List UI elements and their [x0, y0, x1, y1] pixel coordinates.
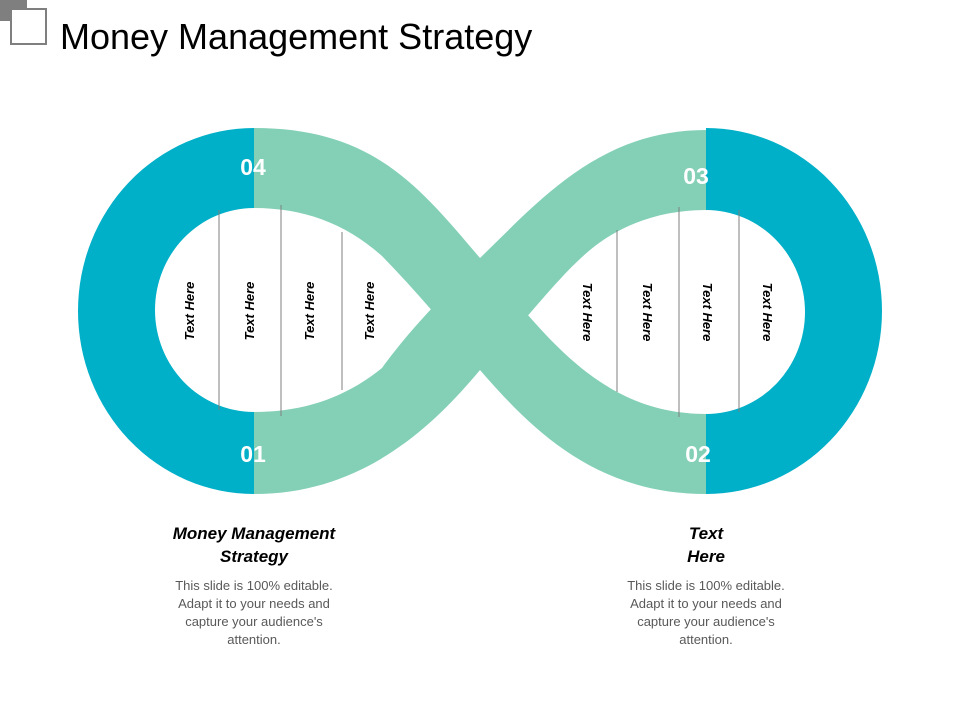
- segment-label-r4: Text Here: [760, 283, 775, 342]
- corner-outline-decoration: [10, 8, 47, 45]
- slide-title: Money Management Strategy: [60, 16, 533, 57]
- number-03: 03: [683, 163, 709, 189]
- left-block-heading: Money Management Strategy: [172, 524, 336, 566]
- right-block-body: This slide is 100% editable. Adapt it to…: [627, 578, 785, 647]
- segment-label-l4: Text Here: [362, 282, 377, 341]
- number-01: 01: [240, 441, 266, 467]
- segment-label-l3: Text Here: [302, 282, 317, 341]
- teal-band-ascending: [254, 130, 706, 494]
- segment-label-r2: Text Here: [640, 283, 655, 342]
- left-block-body: This slide is 100% editable. Adapt it to…: [175, 578, 333, 647]
- segment-label-l1: Text Here: [182, 282, 197, 341]
- right-block-heading: Text Here: [687, 524, 725, 566]
- left-text-block: Money Management Strategy This slide is …: [154, 522, 354, 649]
- segment-label-r3: Text Here: [700, 283, 715, 342]
- right-text-block: Text Here This slide is 100% editable. A…: [606, 522, 806, 649]
- segment-label-l2: Text Here: [242, 282, 257, 341]
- left-blue-arc: [78, 128, 254, 494]
- number-04: 04: [240, 154, 266, 180]
- segment-label-r1: Text Here: [580, 283, 595, 342]
- number-02: 02: [685, 441, 711, 467]
- right-blue-arc: [706, 128, 882, 494]
